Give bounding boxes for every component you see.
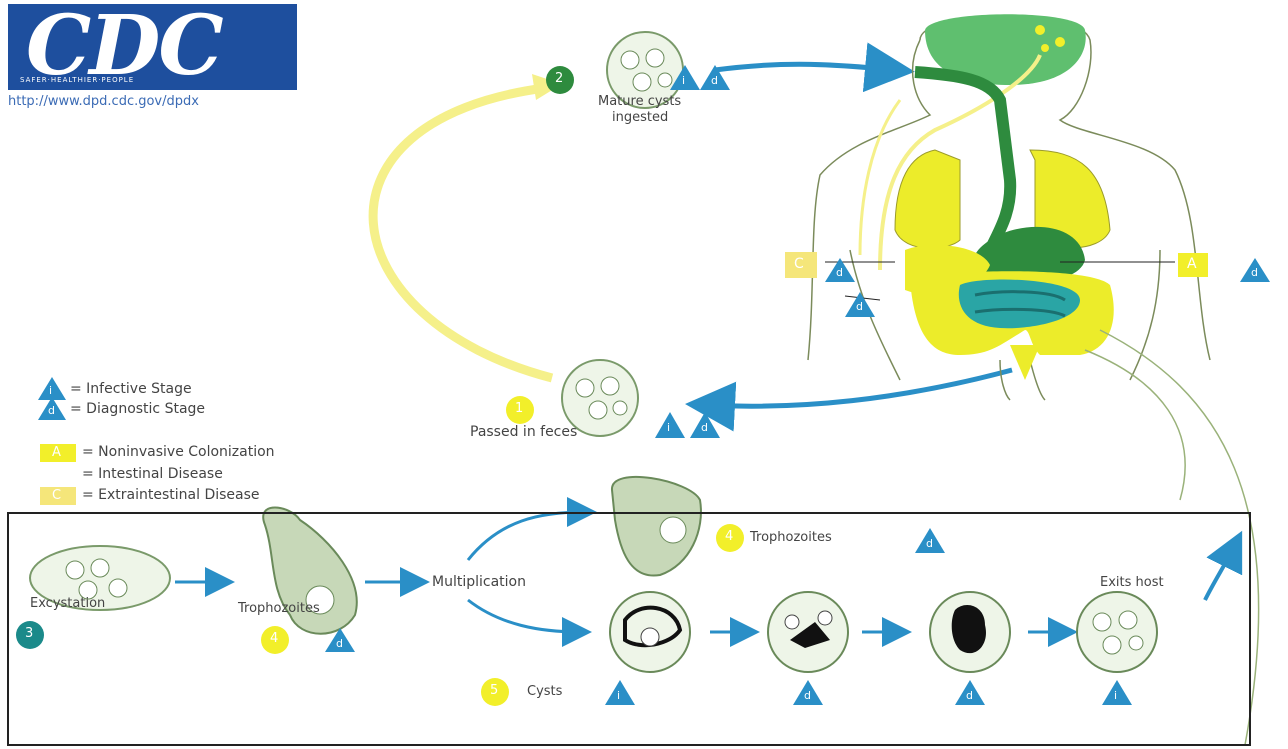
num-label-2: 2 (555, 71, 563, 86)
legend-B: = Intestinal Disease (82, 466, 223, 482)
tri-d-B: d (856, 300, 863, 313)
tri-d-troph-top: d (926, 537, 933, 550)
marker-A-label: A (1187, 256, 1197, 272)
num-label-3: 3 (25, 626, 33, 641)
trophozoites-label-top: Trophozoites (750, 530, 832, 545)
cysts-label: Cysts (527, 684, 562, 699)
trophozoites-label-main: Trophozoites (238, 601, 320, 616)
tri-i-cyst1: i (617, 689, 620, 702)
lifecycle-box (7, 512, 1251, 746)
tri-i-1: i (667, 421, 670, 434)
multiplication-label: Multiplication (432, 574, 526, 590)
marker-C-label: C (794, 256, 804, 272)
num-label-4b: 4 (270, 631, 278, 646)
stage1-label: Passed in feces (470, 424, 577, 440)
tri-d-cyst2: d (804, 689, 811, 702)
tri-d-troph-main: d (336, 637, 343, 650)
cdc-tagline: SAFER·HEALTHIER·PEOPLE (20, 76, 134, 84)
num-label-5: 5 (490, 683, 498, 698)
num-label-1: 1 (515, 401, 523, 416)
arrow-passed (705, 370, 1012, 406)
arrow-ingest (715, 64, 895, 70)
tri-d-cyst3: d (966, 689, 973, 702)
legend-tri-d: d (48, 404, 55, 417)
excystation-label: Excystation (30, 596, 105, 611)
tri-i-cyst4: i (1114, 689, 1117, 702)
cdc-logo: CDC SAFER·HEALTHIER·PEOPLE (8, 4, 297, 90)
legend-A: = Noninvasive Colonization (82, 444, 275, 460)
tri-d-C: d (836, 266, 843, 279)
exits-host-label: Exits host (1100, 575, 1164, 590)
tri-d-A: d (1251, 266, 1258, 279)
left-lung (895, 150, 960, 248)
stage2-label-line2: ingested (612, 110, 668, 125)
tri-d-1: d (701, 421, 708, 434)
num-label-4a: 4 (725, 529, 733, 544)
legend-C-letter: C (52, 488, 61, 503)
legend-C: = Extraintestinal Disease (82, 487, 260, 503)
return-arc (373, 88, 552, 378)
source-url: http://www.dpd.cdc.gov/dpdx (8, 94, 199, 109)
legend-diagnostic: = Diagnostic Stage (70, 401, 205, 417)
legend-A-letter: A (52, 445, 61, 460)
legend-infective: = Infective Stage (70, 381, 192, 397)
legend-tri-i: i (49, 384, 52, 397)
tri-i-2: i (682, 74, 685, 87)
stage2-label-line1: Mature cysts (598, 94, 681, 109)
tri-d-2: d (711, 74, 718, 87)
